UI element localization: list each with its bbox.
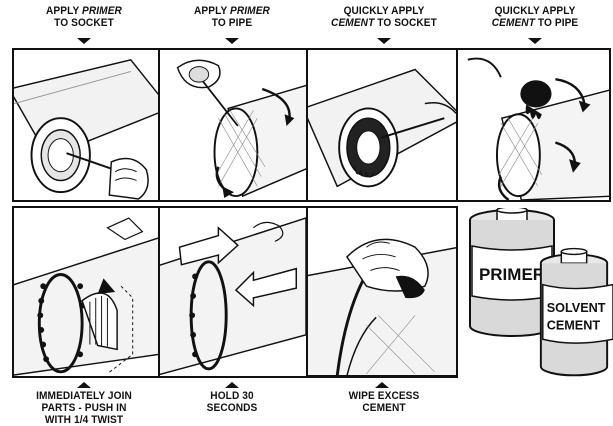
join-twist-illustration <box>14 208 158 376</box>
cement-pipe-illustration <box>458 50 609 200</box>
panel-cement-pipe <box>456 48 611 202</box>
arrow-up-icon <box>77 382 91 388</box>
solvent-can-label-line2: CEMENT <box>547 319 601 333</box>
caption-step-2: APPLY PRIMER TO PIPE <box>168 5 297 29</box>
caption-step-1: APPLY PRIMER TO SOCKET <box>20 5 149 29</box>
wipe-illustration <box>308 208 456 376</box>
arrow-down-icon <box>377 38 391 44</box>
panel-primer-pipe <box>158 48 308 202</box>
panel-cement-socket <box>306 48 458 202</box>
primer-pipe-illustration <box>160 50 306 200</box>
panel-wipe <box>306 206 458 378</box>
caption-step-3: QUICKLY APPLY CEMENT TO SOCKET <box>315 5 453 29</box>
caption-step-4: QUICKLY APPLY CEMENT TO PIPE <box>466 5 604 29</box>
arrow-down-icon <box>225 38 239 44</box>
caption-step-7: WIPE EXCESS CEMENT <box>327 390 441 414</box>
panel-primer-socket <box>12 48 160 202</box>
solvent-can-label-line1: SOLVENT <box>547 301 606 315</box>
arrow-up-icon <box>375 382 389 388</box>
arrow-up-icon <box>225 382 239 388</box>
arrow-down-icon <box>77 38 91 44</box>
primer-socket-illustration <box>14 50 158 200</box>
caption-step-6: HOLD 30 SECONDS <box>177 390 287 414</box>
arrow-down-icon <box>528 38 542 44</box>
cement-socket-illustration <box>308 50 456 200</box>
hold-illustration <box>160 208 306 376</box>
solvent-cement-can: SOLVENT CEMENT <box>535 240 613 380</box>
panel-join-twist <box>12 206 160 378</box>
panel-hold <box>158 206 308 378</box>
caption-step-5: IMMEDIATELY JOIN PARTS - PUSH IN WITH 1/… <box>10 390 157 426</box>
